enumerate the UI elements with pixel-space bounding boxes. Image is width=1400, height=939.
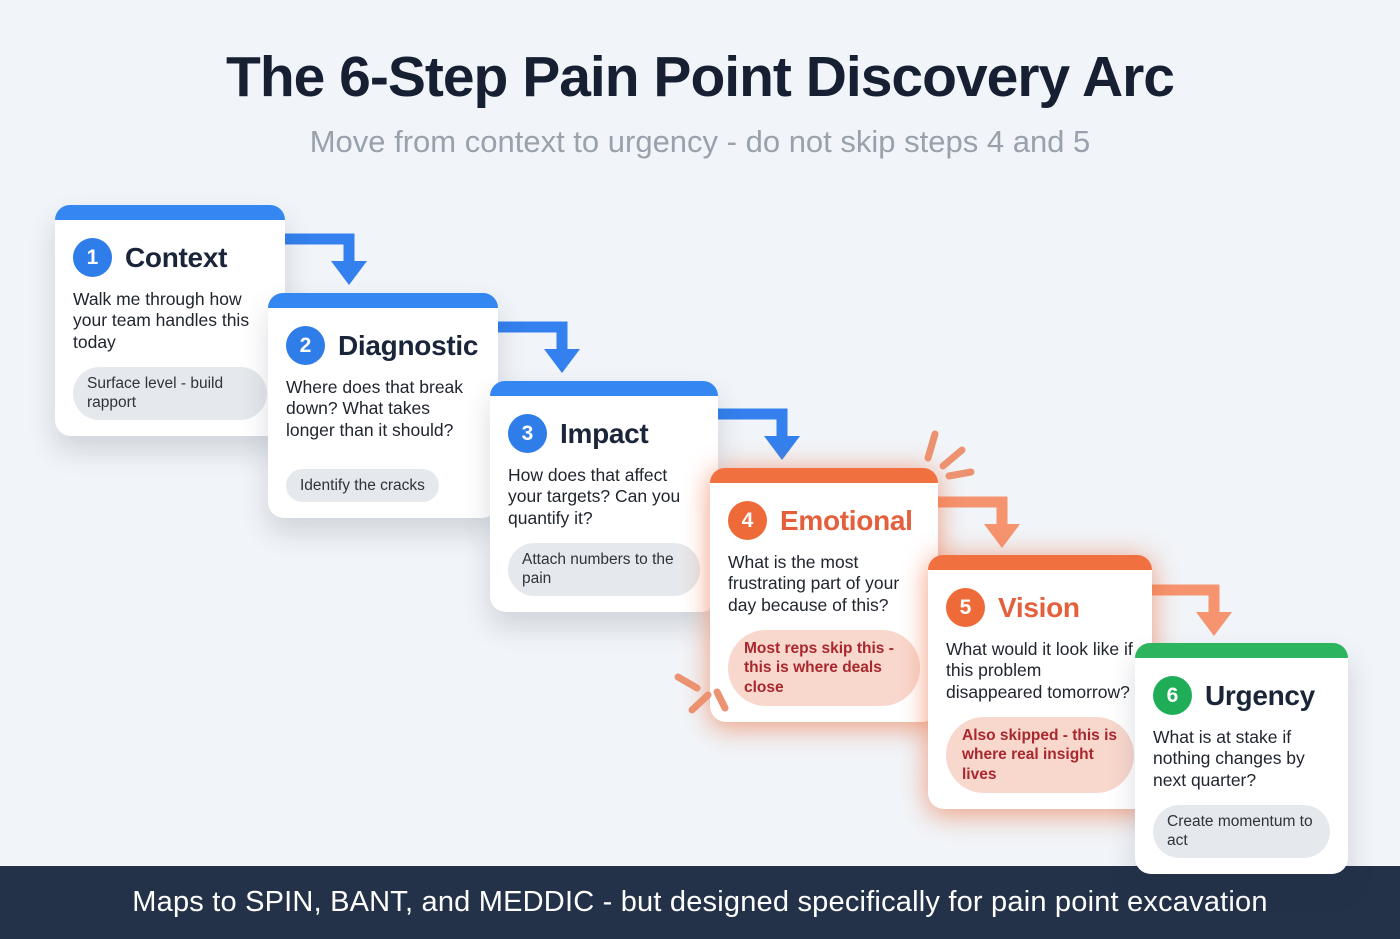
elbow-arrow-down-icon xyxy=(498,321,580,373)
elbow-arrow-down-icon xyxy=(1150,584,1232,636)
elbow-arrow-down-icon xyxy=(285,233,367,285)
step-question: Walk me through how your team handles th… xyxy=(73,289,250,352)
step-note-pill: Surface level - build rapport xyxy=(73,367,267,420)
step-title: Emotional xyxy=(780,504,913,536)
card-accent-bar xyxy=(268,293,498,308)
step-title: Urgency xyxy=(1205,679,1315,711)
step-warning-pill: Also skipped - this is where real insigh… xyxy=(946,717,1134,794)
step-number-badge: 1 xyxy=(73,238,112,277)
page-title: The 6-Step Pain Point Discovery Arc xyxy=(226,45,1175,109)
card-accent-bar xyxy=(928,555,1152,570)
step-title: Vision xyxy=(998,591,1080,623)
elbow-arrow-down-icon xyxy=(938,496,1020,548)
step-question: What is the most frustrating part of you… xyxy=(728,552,900,615)
step-question: How does that affect your targets? Can y… xyxy=(508,465,681,528)
step-card-emotional: 4 Emotional What is the most frustrating… xyxy=(710,468,938,723)
sparkle-burst-icon xyxy=(924,430,975,480)
footer-bar: Maps to SPIN, BANT, and MEDDIC - but des… xyxy=(0,866,1400,939)
step-card-urgency: 6 Urgency What is at stake if nothing ch… xyxy=(1135,643,1348,874)
header: The 6-Step Pain Point Discovery Arc Move… xyxy=(0,0,1400,160)
page-subtitle: Move from context to urgency - do not sk… xyxy=(309,124,1091,159)
step-question: Where does that break down? What takes l… xyxy=(286,377,464,440)
step-card-vision: 5 Vision What would it look like if this… xyxy=(928,555,1152,810)
step-number-badge: 5 xyxy=(946,588,985,627)
card-accent-bar xyxy=(55,205,285,220)
card-accent-bar xyxy=(1135,643,1348,658)
step-number-badge: 2 xyxy=(286,326,325,365)
step-number-badge: 6 xyxy=(1153,676,1192,715)
footer-text: Maps to SPIN, BANT, and MEDDIC - but des… xyxy=(132,886,1268,918)
step-card-diagnostic: 2 Diagnostic Where does that break down?… xyxy=(268,293,498,519)
step-question: What would it look like if this problem … xyxy=(946,639,1133,702)
step-title: Diagnostic xyxy=(338,329,479,361)
step-title: Context xyxy=(125,241,228,273)
step-card-context: 1 Context Walk me through how your team … xyxy=(55,205,285,436)
step-note-pill: Create momentum to act xyxy=(1153,805,1330,858)
step-warning-pill: Most reps skip this - this is where deal… xyxy=(728,630,920,707)
step-title: Impact xyxy=(560,417,649,449)
elbow-arrow-down-icon xyxy=(718,408,800,460)
step-note-pill: Attach numbers to the pain xyxy=(508,543,700,596)
step-question: What is at stake if nothing changes by n… xyxy=(1153,727,1305,790)
card-accent-bar xyxy=(490,381,718,396)
card-accent-bar xyxy=(710,468,938,483)
step-number-badge: 3 xyxy=(508,414,547,453)
step-card-impact: 3 Impact How does that affect your targe… xyxy=(490,381,718,612)
step-number-badge: 4 xyxy=(728,501,767,540)
sparkle-burst-icon xyxy=(674,673,729,714)
step-note-pill: Identify the cracks xyxy=(286,469,439,503)
